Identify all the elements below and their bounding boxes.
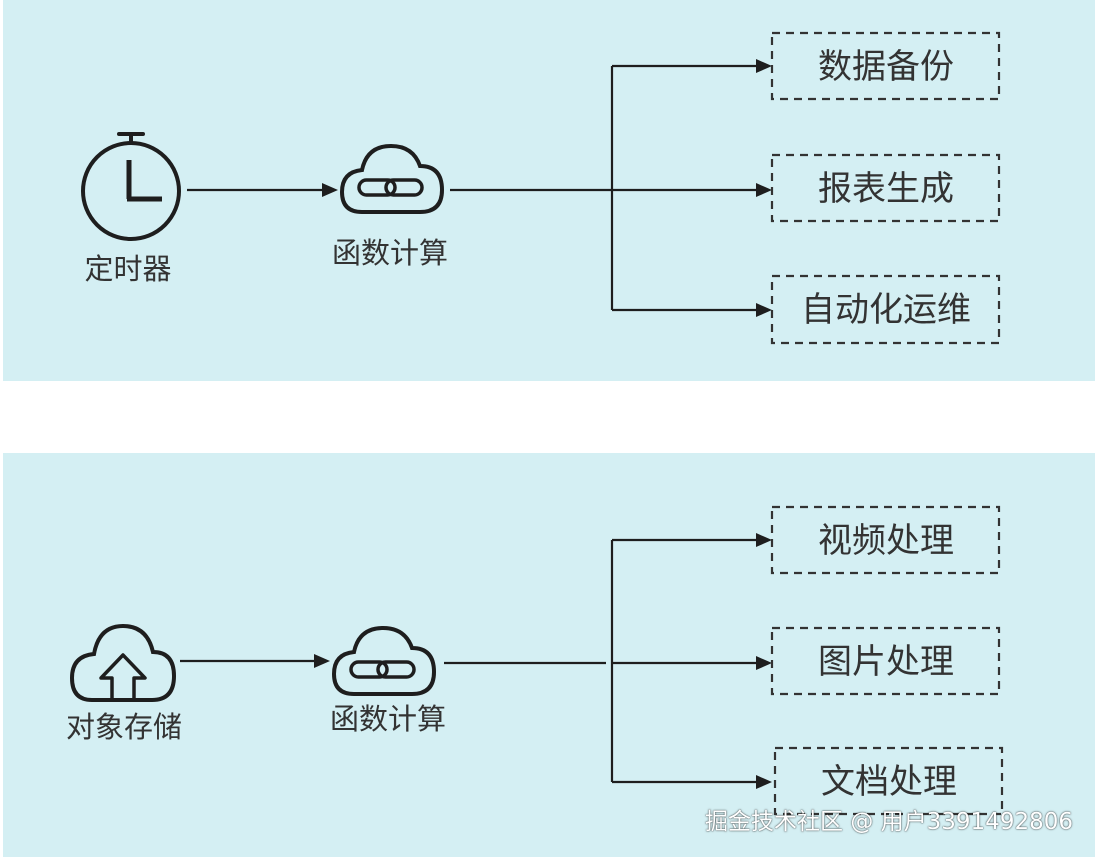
function-compute-label: 函数计算 (330, 702, 446, 736)
bottom-panel: 对象存储 函数计算 视频处理 (3, 453, 1095, 857)
target-box-automated-ops: 自动化运维 (770, 274, 1001, 345)
object-storage-label: 对象存储 (66, 710, 182, 744)
timer-to-function-arrow (187, 183, 338, 197)
svg-text:自动化运维: 自动化运维 (801, 290, 971, 330)
cloud-link-icon (339, 143, 445, 214)
target-box-video-processing: 视频处理 (770, 505, 1001, 575)
function-compute-label: 函数计算 (332, 236, 448, 270)
cloud-link-icon (331, 625, 437, 696)
target-box-data-backup: 数据备份 (770, 31, 1001, 101)
top-fanout-connector (450, 59, 772, 317)
bottom-panel-background (3, 453, 1095, 857)
svg-text:图片处理: 图片处理 (818, 642, 954, 682)
target-box-report-generation: 报表生成 (770, 153, 1001, 223)
cloud-upload-icon (69, 623, 177, 702)
svg-text:文档处理: 文档处理 (821, 762, 957, 802)
storage-to-function-arrow (180, 654, 330, 668)
svg-text:数据备份: 数据备份 (818, 47, 954, 87)
target-box-image-processing: 图片处理 (770, 626, 1001, 696)
watermark: 掘金技术社区 @ 用户3391492806 (705, 809, 1073, 835)
target-box-document-processing: 文档处理 (773, 746, 1004, 816)
svg-text:报表生成: 报表生成 (818, 169, 954, 209)
bottom-fanout-connector (444, 533, 772, 789)
svg-text:视频处理: 视频处理 (818, 521, 954, 561)
timer-label: 定时器 (84, 252, 171, 286)
top-panel: 定时器 函数计算 数据备份 (3, 0, 1095, 381)
stopwatch-icon (81, 132, 181, 241)
